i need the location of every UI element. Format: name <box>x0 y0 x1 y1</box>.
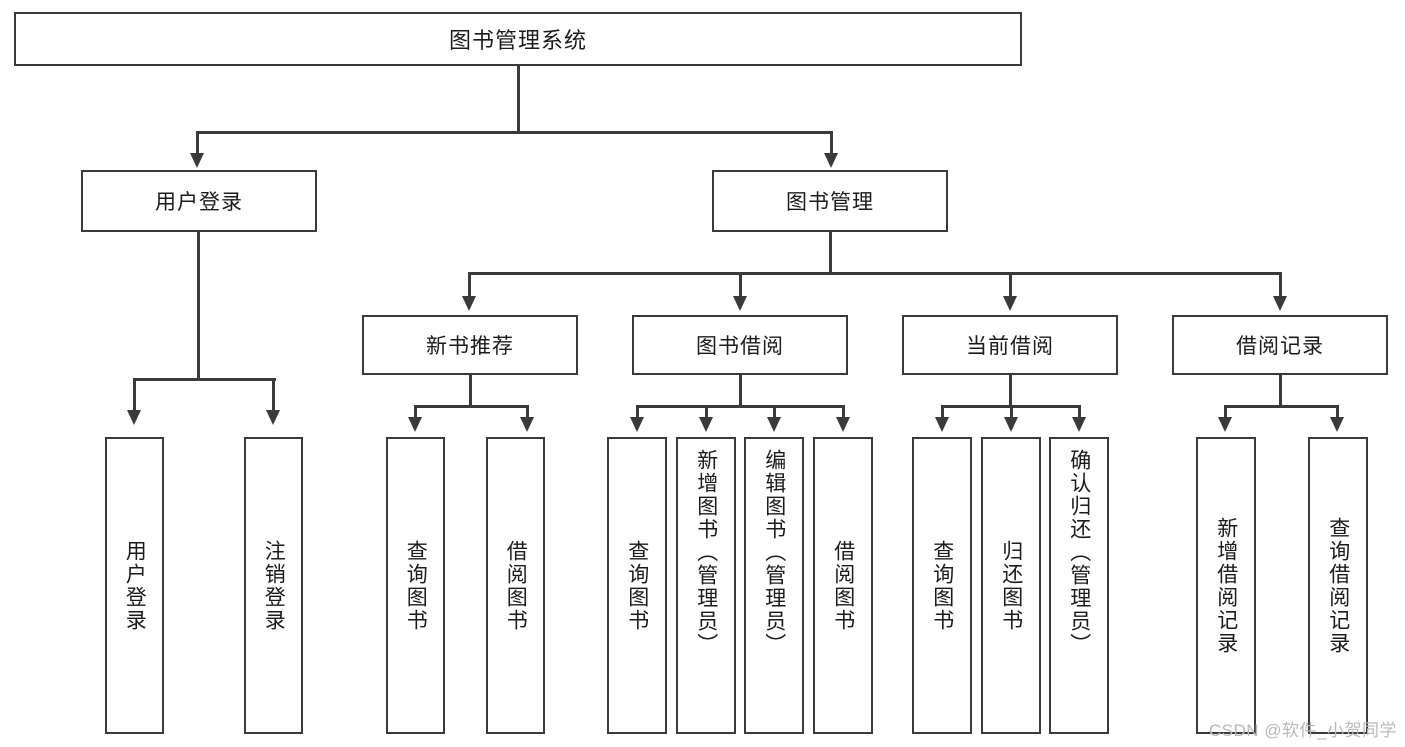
leaf-add-book-admin[interactable]: 新增图书（管理员） <box>676 437 736 734</box>
arrow-leaf-borrow-book-2 <box>836 417 850 432</box>
leaf-query-book-recommend[interactable]: 查询图书 <box>386 437 445 734</box>
connector-borrow-record-drop-1 <box>1224 405 1227 418</box>
leaf-label: 查询图书 <box>930 539 954 632</box>
leaf-borrow-book-recommend[interactable]: 借阅图书 <box>486 437 545 734</box>
arrow-to-book-manage <box>824 153 838 168</box>
arrow-leaf-borrow-book-1 <box>520 417 534 432</box>
arrow-leaf-add-book <box>699 417 713 432</box>
node-label: 图书管理系统 <box>448 28 587 53</box>
connector-book-borrow-drop-4 <box>842 405 845 418</box>
connector-book-manage-stem <box>829 232 832 274</box>
node-current-borrow[interactable]: 当前借阅 <box>902 315 1118 375</box>
connector-to-new-book <box>468 272 471 297</box>
arrow-leaf-user-login <box>127 410 141 425</box>
leaf-logout[interactable]: 注销登录 <box>244 437 303 734</box>
arrow-leaf-query-book-2 <box>630 417 644 432</box>
connector-current-borrow-stem <box>1009 375 1012 408</box>
arrow-leaf-query-record <box>1330 417 1344 432</box>
connector-to-borrow-record <box>1279 272 1282 297</box>
leaf-user-login[interactable]: 用户登录 <box>105 437 164 734</box>
arrow-to-book-borrow <box>733 296 747 311</box>
leaf-label: 用户登录 <box>123 539 147 632</box>
node-label: 图书借阅 <box>696 335 784 358</box>
connector-user-login-bus <box>133 378 276 381</box>
node-label: 借阅记录 <box>1236 335 1324 358</box>
connector-user-login-stem <box>197 232 200 380</box>
arrow-to-user-login <box>190 153 204 168</box>
leaf-label: 确认归还（管理员） <box>1067 449 1091 656</box>
node-borrow-record[interactable]: 借阅记录 <box>1172 315 1388 375</box>
connector-book-borrow-drop-3 <box>773 405 776 418</box>
leaf-edit-book-admin[interactable]: 编辑图书（管理员） <box>744 437 804 734</box>
leaf-label: 新增借阅记录 <box>1214 516 1238 655</box>
arrow-leaf-return-book <box>1004 417 1018 432</box>
node-book-management[interactable]: 图书管理 <box>712 170 948 232</box>
connector-new-book-drop-1 <box>414 405 417 418</box>
connector-new-book-drop-2 <box>526 405 529 418</box>
connector-current-borrow-drop-1 <box>941 405 944 418</box>
leaf-label: 归还图书 <box>999 539 1023 632</box>
arrow-to-borrow-record <box>1273 296 1287 311</box>
connector-borrow-record-bus <box>1224 405 1339 408</box>
connector-book-borrow-drop-1 <box>636 405 639 418</box>
connector-current-borrow-drop-3 <box>1078 405 1081 418</box>
node-label: 图书管理 <box>786 191 874 214</box>
connector-borrow-record-stem <box>1279 375 1282 408</box>
node-new-book-recommend[interactable]: 新书推荐 <box>362 315 578 375</box>
leaf-confirm-return-admin[interactable]: 确认归还（管理员） <box>1049 437 1109 734</box>
connector-to-user-login <box>196 131 199 155</box>
node-label: 当前借阅 <box>966 335 1054 358</box>
node-root-system[interactable]: 图书管理系统 <box>14 12 1022 66</box>
connector-root-stem <box>517 66 520 132</box>
arrow-to-new-book <box>462 296 476 311</box>
connector-to-current-borrow <box>1009 272 1012 297</box>
arrow-leaf-add-record <box>1218 417 1232 432</box>
arrow-to-current-borrow <box>1003 296 1017 311</box>
connector-new-book-bus <box>414 405 529 408</box>
leaf-query-borrow-record[interactable]: 查询借阅记录 <box>1308 437 1368 734</box>
leaf-label: 编辑图书（管理员） <box>762 449 786 656</box>
node-user-login[interactable]: 用户登录 <box>81 170 317 232</box>
arrow-leaf-query-book-3 <box>935 417 949 432</box>
connector-user-login-drop-2 <box>272 378 275 411</box>
node-label: 新书推荐 <box>426 335 514 358</box>
connector-borrow-record-drop-2 <box>1336 405 1339 418</box>
connector-user-login-drop-1 <box>133 378 136 411</box>
connector-to-book-borrow <box>739 272 742 297</box>
connector-book-borrow-bus <box>636 405 844 408</box>
connector-level2-bus <box>196 131 833 134</box>
leaf-label: 查询图书 <box>625 539 649 632</box>
leaf-label: 借阅图书 <box>504 539 528 632</box>
arrow-leaf-edit-book <box>767 417 781 432</box>
connector-book-borrow-drop-2 <box>705 405 708 418</box>
leaf-label: 查询借阅记录 <box>1326 516 1350 655</box>
connector-new-book-stem <box>469 375 472 408</box>
node-label: 用户登录 <box>155 191 243 214</box>
leaf-label: 新增图书（管理员） <box>694 449 718 656</box>
connector-to-book-manage <box>830 131 833 155</box>
connector-current-borrow-drop-2 <box>1010 405 1013 418</box>
arrow-leaf-query-book-1 <box>408 417 422 432</box>
leaf-return-book[interactable]: 归还图书 <box>981 437 1041 734</box>
leaf-label: 借阅图书 <box>831 539 855 632</box>
leaf-add-borrow-record[interactable]: 新增借阅记录 <box>1196 437 1256 734</box>
leaf-query-book-borrow[interactable]: 查询图书 <box>607 437 667 734</box>
connector-level3-bus <box>468 272 1281 275</box>
node-book-borrow[interactable]: 图书借阅 <box>632 315 848 375</box>
leaf-query-book-current[interactable]: 查询图书 <box>912 437 972 734</box>
leaf-borrow-book-borrow[interactable]: 借阅图书 <box>813 437 873 734</box>
leaf-label: 注销登录 <box>262 539 286 632</box>
leaf-label: 查询图书 <box>404 539 428 632</box>
connector-book-borrow-stem <box>739 375 742 408</box>
arrow-leaf-logout <box>266 410 280 425</box>
arrow-leaf-confirm-return <box>1072 417 1086 432</box>
